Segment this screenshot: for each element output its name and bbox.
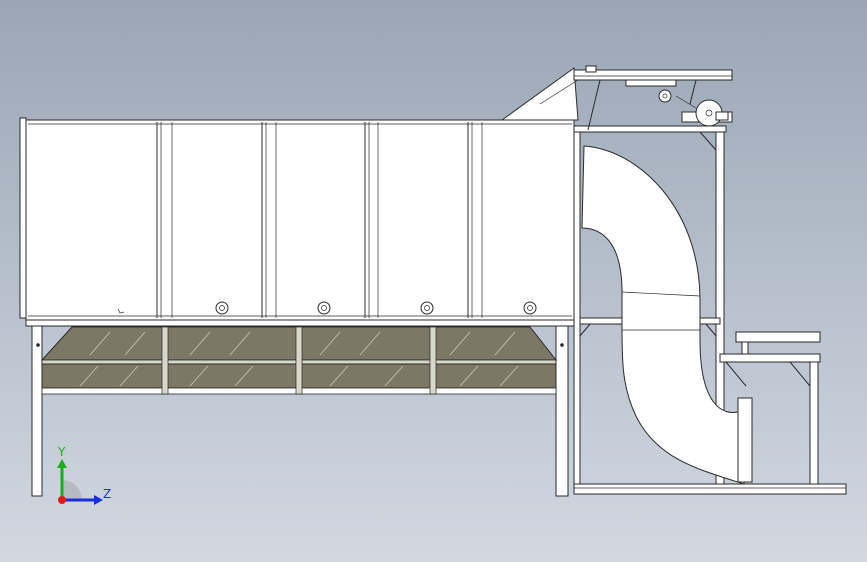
- y-axis-label: Y: [57, 445, 66, 459]
- coordinate-triad: Y Z: [57, 445, 111, 505]
- feed-hopper: [500, 67, 579, 121]
- base-skid: [573, 483, 847, 495]
- housing-left-flange: [19, 117, 27, 319]
- chute-outlet-flange: [737, 397, 753, 483]
- discharge-chute: [581, 145, 753, 485]
- door-handle-2[interactable]: [317, 301, 331, 315]
- drive-motor[interactable]: [675, 95, 733, 127]
- left-leg: [31, 325, 43, 497]
- fines-trough: [40, 326, 558, 395]
- z-axis-label: Z: [103, 487, 111, 501]
- door-handle-1[interactable]: [215, 301, 229, 315]
- base-frame: [25, 319, 575, 497]
- drive-platform: [573, 65, 733, 131]
- triad-plane: [62, 480, 82, 500]
- door-handle-3[interactable]: [420, 301, 434, 315]
- screen-housing: [25, 119, 575, 321]
- right-leg: [555, 325, 569, 497]
- outlet-stand: [719, 331, 821, 485]
- door-handle-4[interactable]: [523, 301, 537, 315]
- origin-marker: [58, 496, 66, 504]
